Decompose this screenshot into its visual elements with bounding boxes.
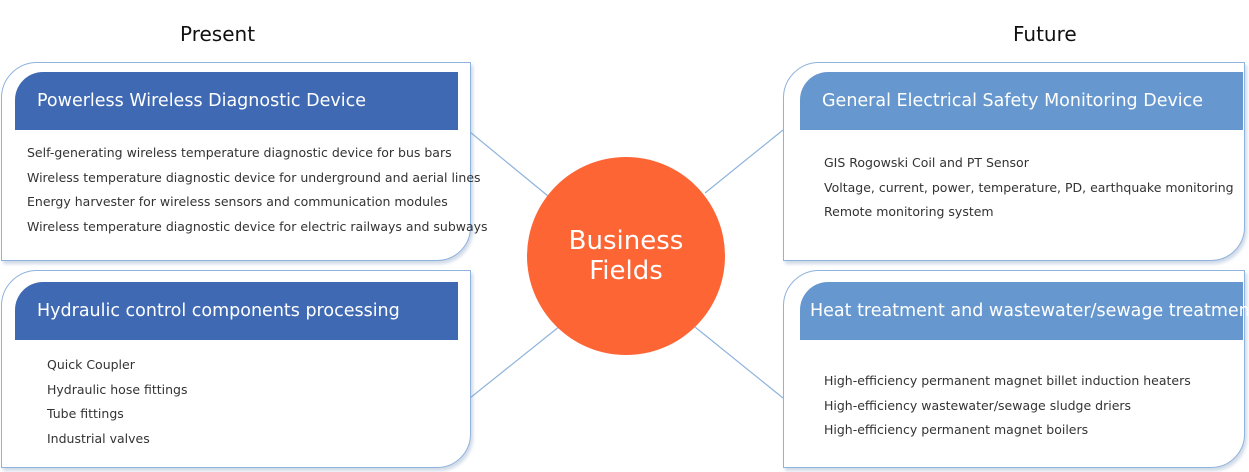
future-heading: Future xyxy=(1013,22,1077,46)
list-item: Energy harvester for wireless sensors an… xyxy=(27,194,448,209)
list-item: High-efficiency permanent magnet boilers xyxy=(824,422,1089,437)
list-item: High-efficiency wastewater/sewage sludge… xyxy=(824,397,1132,413)
list-item: Wireless temperature diagnostic device f… xyxy=(27,218,488,234)
connector-left-top xyxy=(469,131,549,197)
circle-line-1: Business xyxy=(568,226,684,256)
list-item: High-efficiency permanent magnet billet … xyxy=(824,373,1191,388)
list-item: Remote monitoring system xyxy=(824,204,994,219)
card-heat-treatment: Heat treatment and wastewater/sewage tre… xyxy=(783,270,1249,468)
card-electrical-safety-monitoring: General Electrical Safety Monitoring Dev… xyxy=(783,62,1245,261)
list-item: Quick Coupler xyxy=(47,357,135,372)
card-hydraulic-control: Hydraulic control components processing … xyxy=(1,270,471,468)
list-item: Self-generating wireless temperature dia… xyxy=(27,145,452,160)
connector-right-bottom xyxy=(694,326,784,399)
card-powerless-wireless-diagnostic: Powerless Wireless Diagnostic Device Sel… xyxy=(1,62,488,261)
list-item: GIS Rogowski Coil and PT Sensor xyxy=(824,155,1029,170)
card-header: General Electrical Safety Monitoring Dev… xyxy=(800,72,1243,130)
card-title: Powerless Wireless Diagnostic Device xyxy=(37,91,366,111)
list-item: Tube fittings xyxy=(47,406,124,421)
connector-left-bottom xyxy=(469,325,561,399)
item-list: Self-generating wireless temperature dia… xyxy=(27,141,488,239)
list-item: Hydraulic hose fittings xyxy=(47,381,188,397)
present-heading: Present xyxy=(180,22,256,46)
list-item: Voltage, current, power, temperature, PD… xyxy=(824,179,1234,195)
list-item: Wireless temperature diagnostic device f… xyxy=(27,169,481,185)
card-header: Heat treatment and wastewater/sewage tre… xyxy=(800,282,1249,340)
card-header: Powerless Wireless Diagnostic Device xyxy=(15,72,458,130)
business-fields-circle: Business Fields xyxy=(527,157,725,355)
circle-line-2: Fields xyxy=(589,256,663,286)
connector-right-top xyxy=(704,129,784,194)
item-list: Quick Coupler Hydraulic hose fittings Tu… xyxy=(47,353,188,451)
item-list: High-efficiency permanent magnet billet … xyxy=(824,369,1191,443)
card-title: Heat treatment and wastewater/sewage tre… xyxy=(810,301,1249,321)
card-title: General Electrical Safety Monitoring Dev… xyxy=(822,91,1204,111)
card-header: Hydraulic control components processing xyxy=(15,282,458,340)
card-title: Hydraulic control components processing xyxy=(37,301,400,321)
item-list: GIS Rogowski Coil and PT Sensor Voltage,… xyxy=(824,151,1234,225)
list-item: Industrial valves xyxy=(47,430,150,446)
